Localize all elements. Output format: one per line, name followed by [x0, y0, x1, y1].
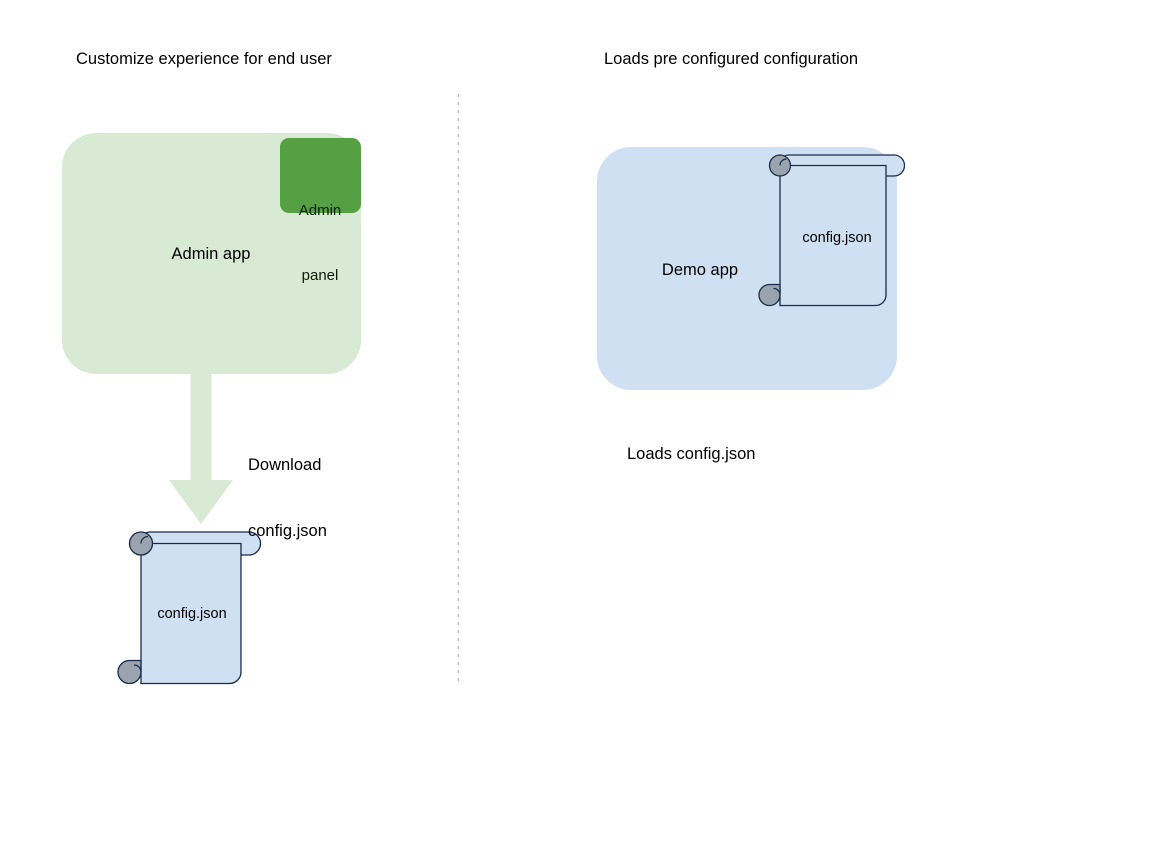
scroll-body: [140, 542, 242, 685]
scroll-body: [779, 164, 887, 307]
demo-app-label: Demo app: [661, 261, 739, 279]
right-section-heading: Loads pre configured configuration: [604, 50, 859, 68]
scroll-top-curl: [140, 535, 149, 544]
scroll-bottom-roll: [117, 659, 142, 685]
admin-panel-box[interactable]: [280, 138, 361, 213]
left-config-scroll-label: config.json: [157, 606, 227, 622]
scroll-bottom-curl: [133, 664, 142, 673]
admin-panel-label: Admin panel: [299, 156, 342, 330]
left-section-heading: Customize experience for end user: [76, 50, 332, 68]
admin-panel-label-line2: panel: [301, 266, 339, 284]
admin-app-label: Admin app: [171, 245, 251, 263]
right-config-scroll[interactable]: [758, 154, 906, 307]
loads-config-caption: Loads config.json: [627, 445, 756, 463]
download-arrow-label-line2: config.json: [248, 522, 327, 541]
download-arrow-label-line1: Download: [248, 455, 322, 474]
admin-panel-label-line1: Admin: [298, 201, 342, 219]
right-config-scroll-label: config.json: [802, 230, 872, 246]
download-arrow-label: Download config.json: [248, 409, 327, 587]
scroll-bottom-roll: [758, 283, 781, 307]
scroll-bottom-curl: [773, 287, 781, 296]
left-config-scroll[interactable]: [117, 531, 262, 685]
download-arrow: [169, 370, 233, 524]
scroll-top-curl: [779, 158, 787, 166]
